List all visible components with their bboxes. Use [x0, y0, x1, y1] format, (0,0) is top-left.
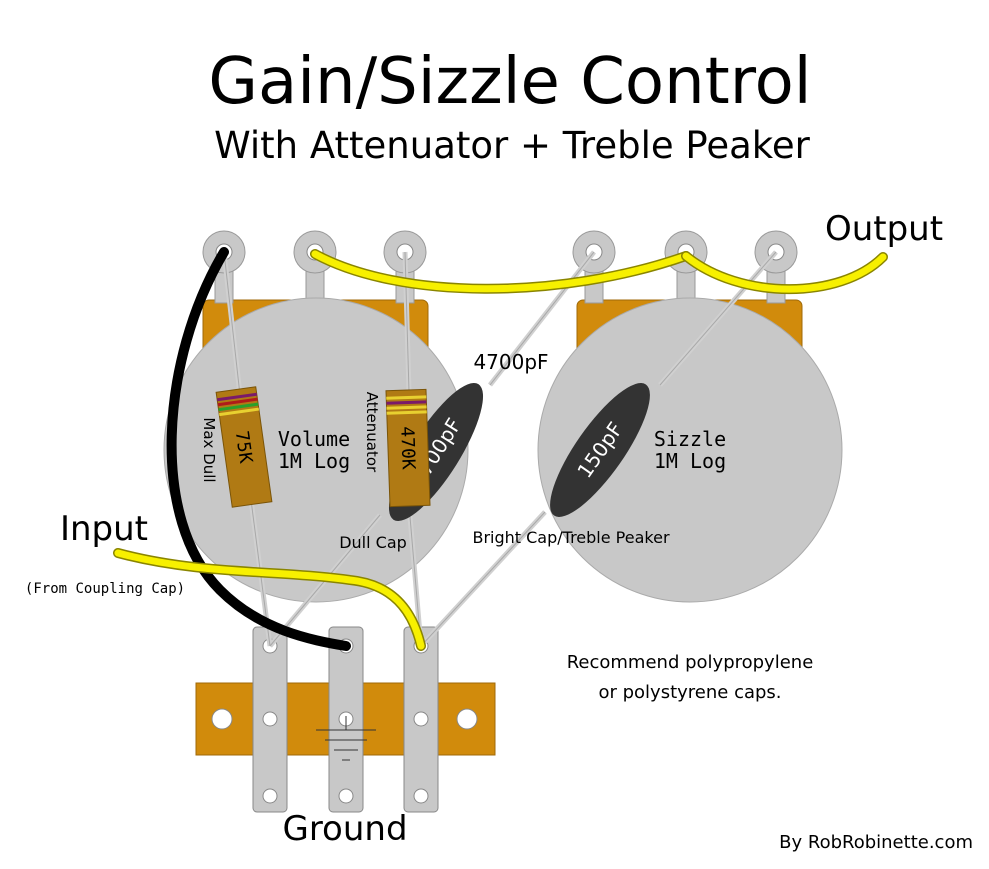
output-label: Output [825, 209, 943, 249]
resistor-470k: 470K [385, 388, 431, 508]
ground-symbol-icon [316, 716, 376, 761]
resistor-75k-text: 75K [231, 430, 256, 465]
page-subtitle: With Attenuator + Treble Peaker [214, 124, 811, 167]
resistor-470k-text: 470K [396, 426, 419, 470]
sizzle-pot-taper: 1M Log [654, 449, 726, 473]
sizzle-pot-label: Sizzle [654, 427, 726, 451]
recommendation-note-line2: or polystyrene caps. [598, 682, 781, 703]
recommendation-note-line1: Recommend polypropylene [567, 652, 814, 673]
page-title: Gain/Sizzle Control [208, 45, 811, 119]
attenuator-label: Attenuator [363, 392, 381, 473]
ground-label: Ground [282, 809, 407, 849]
yellow-wires [113, 249, 888, 651]
input-label: Input [60, 509, 148, 549]
dull-cap-label: Dull Cap [339, 533, 407, 552]
max-dull-label: Max Dull [200, 417, 218, 482]
cap-4700pf-label: 4700pF [473, 350, 548, 374]
credit-text: By RobRobinette.com [779, 832, 973, 853]
input-note: (From Coupling Cap) [25, 581, 185, 597]
volume-pot-taper: 1M Log [278, 449, 350, 473]
bright-cap-label: Bright Cap/Treble Peaker [472, 528, 669, 547]
terminal-strip [195, 626, 496, 813]
resistor-75k: 75K [215, 386, 273, 508]
black-ground-wire [166, 247, 351, 651]
sizzle-pot-body [537, 297, 843, 603]
volume-pot-label: Volume [278, 427, 350, 451]
